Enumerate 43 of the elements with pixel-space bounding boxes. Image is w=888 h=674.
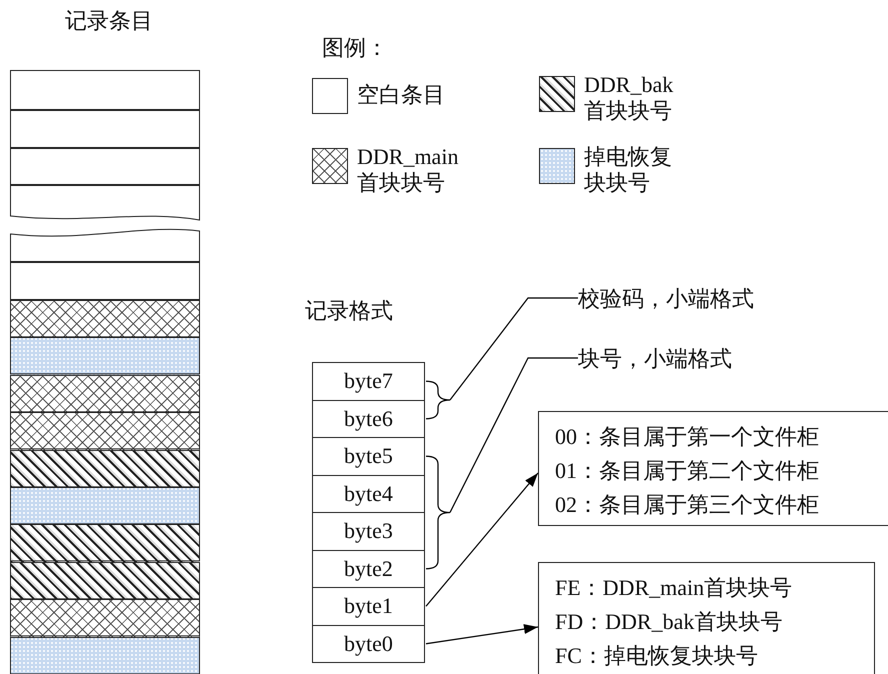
byte-cell: byte6: [312, 400, 425, 438]
arrow: [426, 472, 538, 607]
empty-entry-row: [10, 185, 200, 222]
empty-entry-row: [10, 70, 200, 110]
legend-text: 掉电恢复块块号: [584, 144, 673, 197]
dotted-entry-row: [10, 337, 200, 375]
empty-entry-row: [10, 110, 200, 148]
value-description: FC：掉电恢复块块号: [555, 642, 759, 670]
value-description: 00：条目属于第一个文件柜: [555, 423, 820, 451]
arrow: [426, 624, 538, 644]
dotted-entry-row: [10, 636, 200, 674]
crosshatched-entry-row: [10, 412, 200, 450]
value-table-box: [538, 562, 875, 674]
byte-cell: byte5: [312, 437, 425, 476]
crosshatched-entry-row: [10, 374, 200, 412]
legend-text: 空白条目: [357, 82, 446, 108]
value-description: FD：DDR_bak首块块号: [555, 608, 784, 636]
annotation-text: 块号，小端格式: [578, 346, 732, 372]
striped-entry-row: [10, 450, 200, 487]
empty-entry-row: [10, 228, 200, 262]
byte-cell: byte3: [312, 512, 425, 550]
legend-text: DDR_bak 首块块号: [584, 72, 674, 125]
byte-cell: byte7: [312, 362, 425, 400]
striped-entry-row: [10, 562, 200, 600]
empty-entry-row: [10, 148, 200, 185]
byte-cell: byte2: [312, 550, 425, 588]
byte-cell: byte4: [312, 474, 425, 513]
value-table-box: [538, 411, 888, 526]
value-description: FE：DDR_main首块块号: [555, 574, 794, 602]
annotation-text: 校验码，小端格式: [578, 286, 754, 312]
dotted-entry-row: [10, 487, 200, 524]
legend-title: 图例：: [322, 35, 388, 62]
crosshatched-entry-row: [10, 599, 200, 637]
striped-entry-row: [10, 524, 200, 562]
legend-text: DDR_main 首块块号: [357, 144, 457, 197]
value-description: 02：条目属于第三个文件柜: [555, 491, 820, 519]
byte-cell: byte0: [312, 624, 425, 663]
empty-entry-row: [10, 262, 200, 300]
value-description: 01：条目属于第二个文件柜: [555, 457, 820, 485]
section-heading: 记录格式: [305, 298, 393, 324]
crosshatched-entry-row: [10, 300, 200, 338]
section-heading: 记录条目: [65, 8, 153, 34]
byte-cell: byte1: [312, 587, 425, 626]
